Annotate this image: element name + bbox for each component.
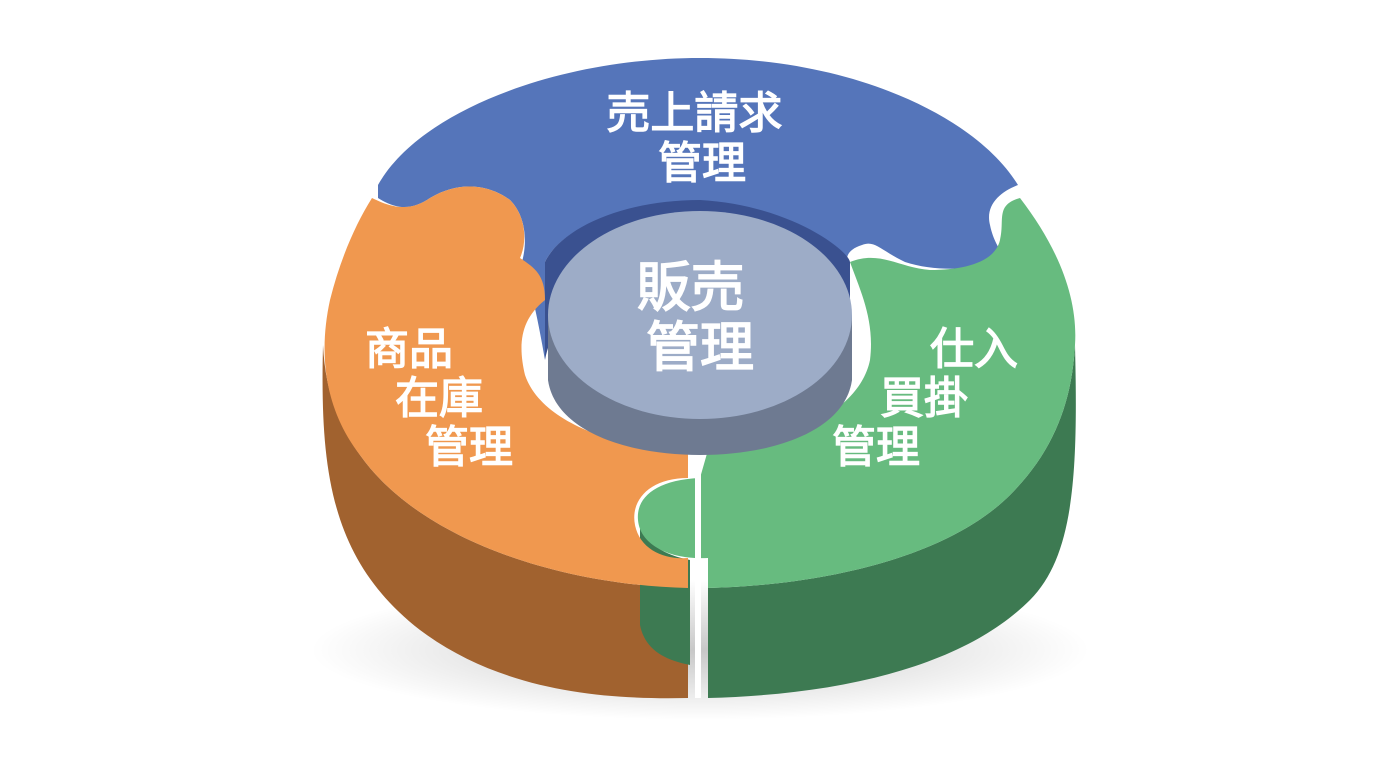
sales-label-line2: 管理 (658, 138, 746, 189)
purchase-label-line1: 仕入 (930, 324, 1018, 375)
purchase-label-line2: 買掛 (880, 373, 968, 424)
inventory-label-line3: 管理 (425, 422, 513, 473)
inventory-segment-side (322, 345, 688, 699)
inventory-label: 商品 在庫 管理 (365, 324, 513, 473)
center-label-line2: 管理 (646, 316, 754, 379)
purchase-segment-side (708, 345, 1076, 698)
sales-label: 売上請求 管理 (606, 88, 797, 189)
inventory-label-line2: 在庫 (395, 373, 483, 424)
hub-top (548, 211, 852, 419)
purchase-segment-top (637, 198, 1076, 588)
inventory-label-line1: 商品 (365, 324, 453, 375)
center-label: 販売 管理 (637, 256, 764, 379)
center-label-line1: 販売 (637, 256, 745, 319)
sales-label-line1: 売上請求 (606, 88, 782, 139)
purchase-label: 仕入 買掛 管理 (832, 324, 1033, 473)
purchase-label-line3: 管理 (832, 422, 920, 473)
inventory-segment-top (324, 186, 688, 588)
